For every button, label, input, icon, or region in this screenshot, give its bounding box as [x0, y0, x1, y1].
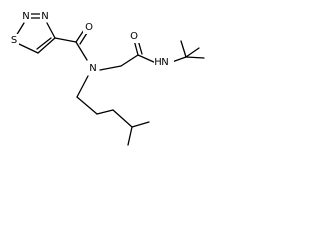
label-bg-o-right	[83, 21, 95, 34]
bond-carbonyl-o	[75, 29, 85, 43]
bond-chain-3-4	[112, 109, 133, 128]
atom-label-amide-nh-h: H	[154, 57, 162, 68]
ring-bond-c-c-double	[36, 37, 52, 50]
label-bg-o-left	[128, 30, 140, 43]
bond-chain-2-3	[96, 109, 114, 115]
bond-group	[15, 13, 205, 146]
bond-tbutyl-methyl-2	[185, 56, 205, 59]
bond-tbutyl-methyl-1	[180, 40, 187, 58]
bond-ch2-to-carbonyl2	[120, 54, 139, 67]
structure-canvas: N N S N O O N H	[0, 0, 225, 170]
label-bg-s	[9, 34, 19, 46]
bond-n-to-chain-1	[76, 75, 89, 98]
atom-label-thiadiazole-n2: N	[41, 11, 48, 22]
label-bg-n1	[21, 9, 31, 21]
bond-tbutyl-methyl-3	[185, 47, 200, 58]
atom-label-carbonyl-o-left: O	[130, 31, 138, 42]
ring-bond-c-s	[18, 43, 39, 54]
atom-label-thiadiazole-n1: N	[22, 11, 29, 22]
bond-carbonyl2-to-nh	[137, 54, 157, 64]
bond-chain-1-2	[76, 96, 98, 115]
ring-bond-n-c	[46, 22, 56, 39]
atom-label-group: N N S N O O N H	[9, 9, 174, 75]
bond-ring-to-carbonyl	[54, 37, 77, 43]
label-bg-nh	[154, 56, 174, 69]
bond-n-to-ch2	[99, 65, 122, 71]
bond-chain-4-6	[127, 126, 133, 146]
molecule-structure-diagram: N N S N O O N H	[9, 9, 205, 146]
atom-label-amide-nh-n: N	[161, 57, 168, 68]
atom-label-carbonyl-o-right: O	[85, 22, 93, 33]
atom-label-amide-n: N	[89, 63, 96, 74]
bond-carbonyl-to-n	[75, 41, 88, 61]
label-bg-amide-n	[87, 62, 99, 75]
ring-bond-c-c	[37, 37, 56, 54]
label-bg-n2	[40, 9, 50, 21]
atom-label-thiadiazole-s: S	[11, 35, 17, 46]
ring-bond-s-n	[15, 22, 25, 37]
bond-chain-4-5	[131, 121, 150, 128]
bond-nh-to-tbutyl	[171, 56, 187, 63]
bond-carbonyl-o-double	[79, 32, 88, 45]
